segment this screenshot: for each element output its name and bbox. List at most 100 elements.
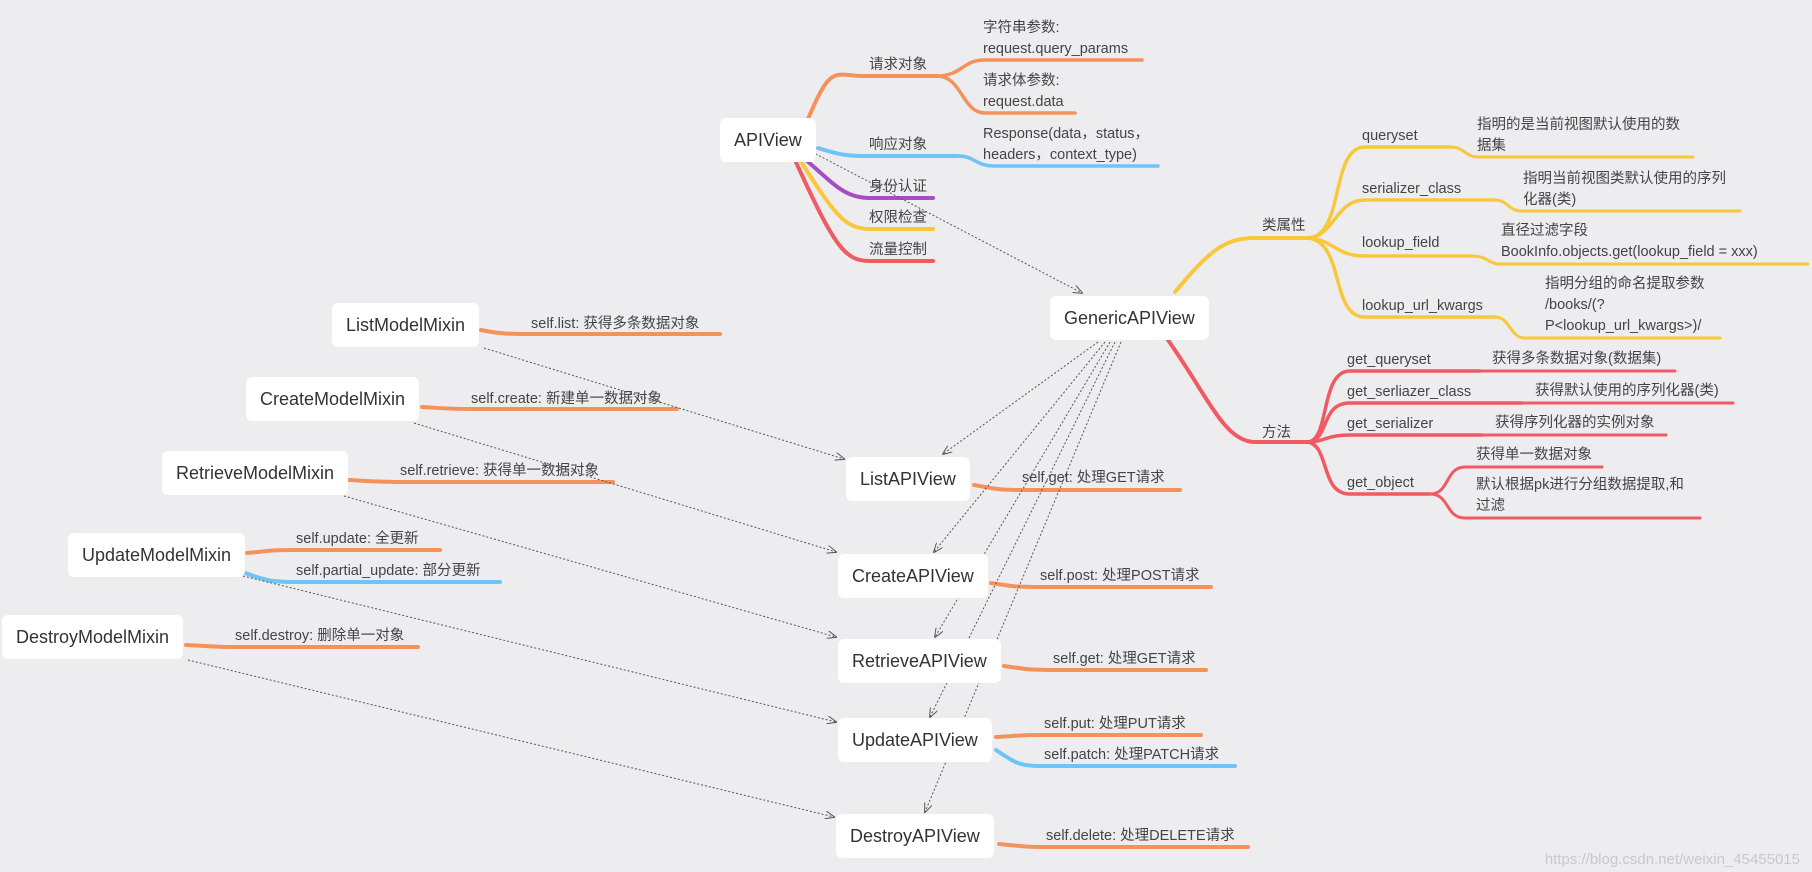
label-mixin-create: self.create: 新建单一数据对象 — [471, 391, 662, 407]
label-request-data-line2: request.data — [983, 94, 1064, 110]
node-updatemodelmixin: UpdateModelMixin — [68, 533, 246, 577]
branch-class-attrs — [1173, 236, 1310, 294]
label-mixin-partial-update: self.partial_update: 部分更新 — [296, 563, 481, 579]
branch-throttling — [793, 158, 935, 263]
label-get-serializer: get_serializer — [1347, 416, 1434, 432]
node-createapiview: CreateAPIView — [838, 554, 988, 598]
branch-request-data — [935, 74, 1077, 115]
node-destroymodelmixin: DestroyModelMixin — [2, 615, 184, 659]
label-query-params-line1: 字符串参数: — [983, 20, 1060, 36]
label-get-queryset-desc: 获得多条数据对象(数据集) — [1492, 351, 1662, 367]
node-retrievemodelmixin: RetrieveModelMixin — [162, 451, 349, 495]
branch-get-object — [1306, 440, 1432, 496]
branch-lookup-url-kwargs — [1306, 236, 1497, 319]
label-mixin-destroy: self.destroy: 删除单一对象 — [235, 628, 405, 644]
branch-queryset-desc — [1448, 145, 1695, 159]
label-list-get: self.get: 处理GET请求 — [1022, 470, 1165, 486]
branch-update-put — [994, 733, 1203, 739]
label-response-object: 响应对象 — [869, 137, 927, 153]
label-mixin-update: self.update: 全更新 — [296, 531, 419, 547]
arrow-createmixin-to-create — [413, 422, 836, 552]
label-throttling: 流量控制 — [869, 242, 927, 258]
branch-serializer-class — [1306, 198, 1497, 240]
label-create-post: self.post: 处理POST请求 — [1040, 568, 1200, 584]
branch-update-patch — [994, 748, 1237, 768]
label-get-serliazer-class-desc: 获得默认使用的序列化器(类) — [1535, 383, 1719, 399]
label-serializer-class-desc-line1: 指明当前视图类默认使用的序列 — [1523, 171, 1726, 187]
label-serializer-class: serializer_class — [1362, 181, 1462, 197]
label-query-params: 字符串参数: request.query_params — [983, 18, 1128, 60]
branch-response-object — [816, 146, 960, 158]
branch-serializer-class-desc — [1493, 198, 1742, 213]
branch-mixin-retrieve — [347, 478, 615, 484]
label-lookup-field-desc-line2: BookInfo.objects.get(lookup_field = xxx) — [1501, 244, 1758, 260]
label-update-put: self.put: 处理PUT请求 — [1044, 716, 1186, 732]
branch-list-get — [972, 483, 1182, 492]
branch-lookup-url-kwargs-desc — [1493, 315, 1722, 340]
arrow-listmixin-to-list — [483, 347, 844, 459]
label-queryset-desc: 指明的是当前视图默认使用的数 据集 — [1477, 115, 1680, 157]
label-lookup-url-kwargs-desc: 指明分组的命名提取参数 /books/(? P<lookup_url_kwarg… — [1545, 274, 1705, 337]
branch-get-serializer — [1306, 433, 1484, 444]
node-retrieveapiview: RetrieveAPIView — [838, 639, 1001, 683]
label-lookup-field: lookup_field — [1362, 235, 1440, 251]
label-get-object-desc2-line1: 默认根据pk进行分组数据提取,和 — [1476, 477, 1684, 493]
label-lookup-url-kwargs-desc-line3: P<lookup_url_kwargs>)/ — [1545, 318, 1702, 334]
label-get-object: get_object — [1347, 475, 1414, 491]
node-listmodelmixin: ListModelMixin — [332, 303, 480, 347]
branch-permission — [798, 158, 935, 231]
label-update-patch: self.patch: 处理PATCH请求 — [1044, 747, 1220, 763]
branch-get-object-desc1 — [1428, 465, 1604, 496]
arrow-updatemixin-to-update — [242, 575, 836, 722]
label-response-desc: Response(data，status， headers，context_ty… — [983, 124, 1149, 166]
arrow-generic-to-list — [943, 341, 1099, 454]
arrow-apiview-to-generic — [811, 151, 1082, 293]
branch-mixin-create — [420, 405, 679, 411]
label-lookup-url-kwargs: lookup_url_kwargs — [1362, 298, 1483, 314]
node-listapiview: ListAPIView — [846, 457, 970, 501]
label-lookup-url-kwargs-desc-line1: 指明分组的命名提取参数 — [1545, 276, 1705, 292]
label-request-object: 请求对象 — [869, 57, 927, 73]
branch-authentication — [804, 158, 935, 200]
label-lookup-field-desc: 直径过滤字段 BookInfo.objects.get(lookup_field… — [1501, 221, 1758, 263]
label-mixin-retrieve: self.retrieve: 获得单一数据对象 — [400, 463, 599, 479]
watermark: https://blog.csdn.net/weixin_45455015 — [1544, 851, 1800, 868]
node-apiview: APIView — [720, 118, 816, 162]
node-genericapiview: GenericAPIView — [1050, 296, 1209, 340]
branch-retrieve-get — [1002, 664, 1208, 672]
node-destroyapiview: DestroyAPIView — [836, 814, 994, 858]
label-queryset-desc-line1: 指明的是当前视图默认使用的数 — [1477, 117, 1680, 133]
label-authentication: 身份认证 — [869, 179, 927, 195]
label-serializer-class-desc: 指明当前视图类默认使用的序列 化器(类) — [1523, 169, 1726, 211]
branch-request-object — [798, 72, 939, 140]
branch-create-post — [989, 581, 1213, 589]
label-get-serliazer-class: get_serliazer_class — [1347, 384, 1472, 400]
label-response-desc-line2: headers，context_type) — [983, 147, 1137, 163]
label-retrieve-get: self.get: 处理GET请求 — [1053, 651, 1196, 667]
branch-mixin-partial-update — [243, 571, 502, 584]
label-lookup-url-kwargs-desc-line2: /books/(? — [1545, 297, 1605, 313]
arrow-retrievemixin-to-retrieve — [343, 495, 836, 637]
label-queryset: queryset — [1362, 128, 1418, 144]
label-get-object-desc2-line2: 过滤 — [1476, 498, 1505, 514]
label-destroy-delete: self.delete: 处理DELETE请求 — [1046, 828, 1235, 844]
label-queryset-desc-line2: 据集 — [1477, 138, 1506, 154]
branch-methods — [1166, 338, 1310, 444]
branch-mixin-destroy — [184, 643, 420, 649]
label-lookup-field-desc-line1: 直径过滤字段 — [1501, 223, 1588, 239]
node-createmodelmixin: CreateModelMixin — [246, 377, 420, 421]
label-class-attrs: 类属性 — [1262, 218, 1306, 234]
branch-mixin-list — [479, 328, 722, 336]
branch-lookup-field-desc — [1470, 254, 1810, 266]
label-request-data: 请求体参数: request.data — [983, 71, 1064, 113]
label-response-desc-line1: Response(data，status， — [983, 126, 1150, 142]
label-request-data-line1: 请求体参数: — [983, 73, 1060, 89]
branch-response-desc — [956, 154, 1160, 168]
label-methods: 方法 — [1262, 425, 1291, 441]
label-mixin-list: self.list: 获得多条数据对象 — [531, 316, 700, 332]
label-get-serializer-desc: 获得序列化器的实例对象 — [1495, 415, 1655, 431]
label-permission: 权限检查 — [869, 210, 927, 226]
arrow-generic-to-create — [934, 341, 1106, 552]
label-serializer-class-desc-line2: 化器(类) — [1523, 192, 1577, 208]
